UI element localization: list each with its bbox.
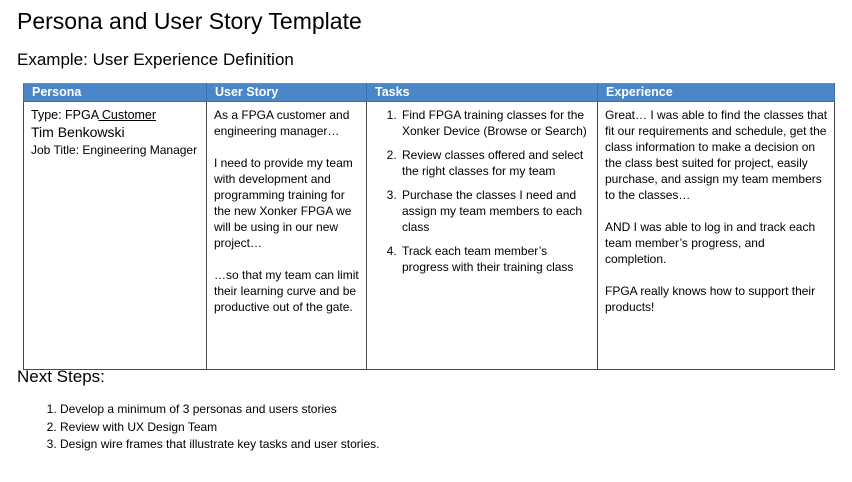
persona-type-value: Customer: [98, 108, 157, 122]
header-persona: Persona: [23, 83, 207, 102]
header-tasks: Tasks: [366, 83, 598, 102]
table-row: Type: FPGA Customer Tim Benkowski Job Ti…: [23, 101, 835, 370]
user-story-paragraph: I need to provide my team with developme…: [214, 156, 353, 250]
table-header-row: Persona User Story Tasks Experience: [23, 83, 835, 102]
experience-paragraph: FPGA really knows how to support their p…: [605, 284, 816, 314]
page-title: Persona and User Story Template: [17, 8, 362, 34]
experience-paragraph: Great… I was able to find the classes th…: [605, 108, 828, 202]
task-item: Review classes offered and select the ri…: [400, 147, 591, 179]
task-item: Track each team member’s progress with t…: [400, 243, 591, 275]
persona-job-title: Job Title: Engineering Manager: [31, 143, 198, 157]
persona-type: Type: FPGA Customer: [31, 107, 200, 123]
page-subtitle: Example: User Experience Definition: [17, 50, 294, 69]
experience-cell: Great… I was able to find the classes th…: [597, 101, 835, 370]
persona-story-table: Persona User Story Tasks Experience Type…: [23, 83, 835, 370]
persona-cell: Type: FPGA Customer Tim Benkowski Job Ti…: [23, 101, 207, 370]
next-step-item: Design wire frames that illustrate key t…: [60, 436, 379, 454]
task-item: Purchase the classes I need and assign m…: [400, 187, 591, 235]
experience-paragraph: AND I was able to log in and track each …: [605, 220, 816, 266]
next-step-item: Develop a minimum of 3 personas and user…: [60, 401, 379, 419]
next-steps-heading: Next Steps:: [17, 367, 105, 386]
next-step-item: Review with UX Design Team: [60, 419, 379, 437]
next-steps-list: Develop a minimum of 3 personas and user…: [39, 401, 379, 454]
persona-name: Tim Benkowski: [31, 124, 125, 140]
tasks-cell: Find FPGA training classes for the Xonke…: [366, 101, 598, 370]
user-story-paragraph: As a FPGA customer and engineering manag…: [214, 108, 350, 138]
task-item: Find FPGA training classes for the Xonke…: [400, 107, 591, 139]
persona-type-label: Type: FPGA: [31, 108, 99, 122]
header-experience: Experience: [597, 83, 835, 102]
user-story-paragraph: …so that my team can limit their learnin…: [214, 268, 359, 314]
user-story-cell: As a FPGA customer and engineering manag…: [206, 101, 367, 370]
header-user-story: User Story: [206, 83, 367, 102]
tasks-list: Find FPGA training classes for the Xonke…: [374, 107, 591, 275]
